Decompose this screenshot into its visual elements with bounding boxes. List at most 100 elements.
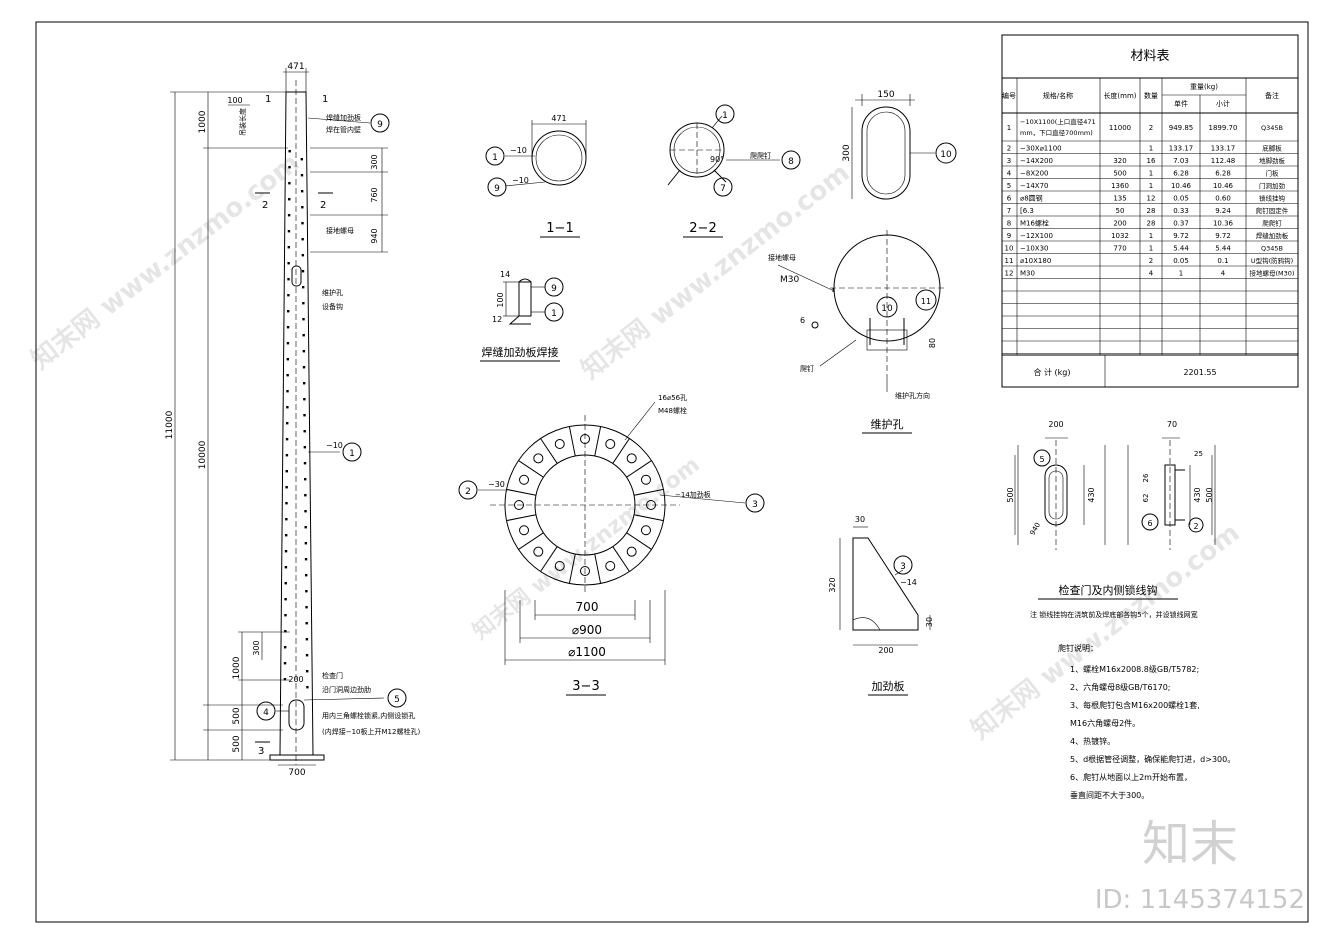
table-title: 材料表 — [1130, 49, 1169, 64]
climb-nail-dot — [283, 646, 287, 649]
svg-text:12: 12 — [1147, 194, 1156, 202]
door-d430b: 430 — [1193, 487, 1202, 502]
climb-nail-dot — [287, 230, 291, 233]
base-bolt-hole — [580, 434, 590, 444]
svg-text:3: 3 — [752, 500, 758, 510]
svg-text:9: 9 — [551, 284, 557, 294]
svg-text:1: 1 — [722, 111, 728, 121]
notes-line-6: 5、d根据管径调整，确保能爬钉进，d>300。 — [1070, 754, 1235, 764]
stiffener-detail: 30 320 200 30 −14 3 加劲板 — [828, 515, 934, 696]
base-bolt-hole — [533, 453, 544, 464]
svg-text:28: 28 — [1147, 207, 1156, 215]
svg-text:1: 1 — [1149, 169, 1153, 177]
weld-detail: 100 14 12 9 1 焊缝加劲板焊接 — [480, 270, 564, 362]
notes-line-3: 3、每根爬钉包含M16x200螺栓1套, — [1070, 700, 1200, 710]
callout-5-pole: 5 — [387, 688, 407, 708]
stiffener-d320: 320 — [828, 577, 837, 592]
sec11-dim-471: 471 — [551, 114, 566, 123]
climb-nail-dot — [301, 286, 305, 289]
svg-text:4: 4 — [1149, 269, 1154, 277]
base-plate-30: −30 — [488, 480, 505, 489]
climbing-nail-dots — [283, 150, 309, 689]
climb-nail-dot — [305, 574, 308, 577]
service-hole-detail: 150 300 10 接地螺母 M30 6 爬钉 维护孔方向 80 10 11 … — [768, 90, 957, 434]
svg-text:9: 9 — [494, 184, 500, 194]
service-dir: 维护孔方向 — [895, 391, 930, 400]
callout-1-pole: 1 — [342, 442, 362, 462]
callout-1-weld: 1 — [544, 302, 564, 322]
th-length: 长度(mm) — [1103, 91, 1136, 100]
svg-text:1: 1 — [1007, 124, 1011, 132]
svg-text:2: 2 — [1193, 522, 1198, 531]
climb-nail-dot — [303, 478, 307, 481]
pole-dim-10000: 10000 — [198, 440, 208, 469]
svg-text:−30X⌀1100: −30X⌀1100 — [1020, 144, 1062, 152]
pole-dim-100: 100 — [227, 96, 242, 105]
base-bolt-hole — [646, 500, 656, 510]
base-rib — [506, 488, 537, 496]
door-d500b: 500 — [1205, 487, 1214, 502]
notes-line-8: 垂直间距不大于300。 — [1070, 790, 1149, 800]
door-d62: 62 — [1142, 494, 1150, 503]
sec22-title: 2−2 — [689, 221, 716, 236]
climb-nail-dot — [304, 558, 308, 561]
base-bolt-hole — [626, 453, 637, 464]
pole-dim-1000: 1000 — [198, 110, 208, 133]
climb-nail-dot — [301, 270, 305, 273]
climb-nail-dot — [286, 422, 289, 425]
climb-nail-dot — [303, 462, 307, 465]
pole-dim-1000-lower: 1000 — [232, 656, 242, 679]
svg-text:9.72: 9.72 — [1215, 232, 1231, 240]
climb-nail-dot — [305, 638, 309, 641]
climb-nail-dot — [302, 366, 306, 369]
stiffener-d14: −14 — [900, 578, 917, 587]
svg-text:12: 12 — [1005, 269, 1014, 277]
door-d940: 940 — [1028, 521, 1042, 537]
svg-text:爬钉固定件: 爬钉固定件 — [1256, 206, 1289, 215]
door-slot — [1044, 464, 1068, 526]
section-mark-2: 2 — [262, 200, 268, 211]
svg-text:知末网 www.znzmo.com: 知末网 www.znzmo.com — [966, 518, 1246, 746]
label-cable-hook: 设备钩 — [322, 302, 343, 311]
climb-nail-dot — [304, 510, 307, 513]
climb-nail-dot — [284, 614, 287, 617]
climb-nail-dot — [300, 158, 304, 161]
service-dim-150: 150 — [877, 90, 894, 100]
pole-base-plate — [269, 754, 325, 761]
base-rib — [612, 546, 630, 572]
svg-text:7: 7 — [720, 184, 726, 194]
door-d500: 500 — [1006, 487, 1015, 502]
svg-text:−10X30: −10X30 — [1020, 244, 1048, 252]
weld-dim-100: 100 — [496, 292, 505, 307]
door-d430: 430 — [1087, 487, 1096, 502]
base-ribs — [506, 426, 664, 584]
base-rib — [633, 488, 664, 496]
callout-5-door: 5 — [1033, 449, 1051, 467]
svg-text:Q345B: Q345B — [1261, 244, 1283, 252]
svg-text:−14X200: −14X200 — [1020, 157, 1053, 165]
svg-text:5: 5 — [1007, 182, 1011, 190]
svg-text:1: 1 — [551, 309, 557, 319]
base-rib — [594, 426, 602, 457]
base-plate-3-3: 16⌀56孔 M48螺栓 −30 2 −14加劲板 3 700 ⌀900 ⌀11… — [458, 394, 765, 696]
svg-text:接地螺母(M30): 接地螺母(M30) — [1250, 268, 1295, 277]
svg-text:Q345B: Q345B — [1261, 124, 1283, 132]
climb-nail-dot — [305, 622, 308, 625]
callout-11-service: 11 — [915, 289, 937, 311]
section-mark-3: 3 — [258, 746, 264, 757]
base-bolt-hole — [605, 560, 616, 571]
callout-9-sec11: 9 — [487, 177, 507, 197]
svg-text:133.17: 133.17 — [1169, 144, 1194, 152]
pole-dim-500a: 500 — [232, 707, 242, 724]
svg-text:门洞加劲: 门洞加劲 — [1259, 181, 1286, 190]
table-total-label: 合 计 (kg) — [1033, 367, 1070, 377]
climb-nail-dot — [288, 166, 291, 169]
svg-text:8: 8 — [788, 157, 794, 167]
svg-text:7: 7 — [1007, 207, 1011, 215]
pole-service-hole — [291, 265, 302, 287]
